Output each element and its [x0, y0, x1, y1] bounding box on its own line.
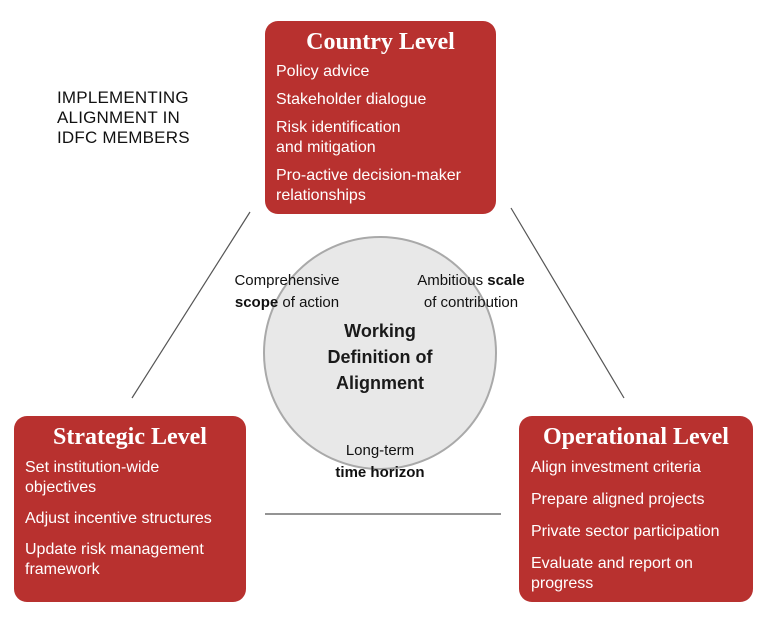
circle-title-line: Working	[344, 321, 416, 341]
operational-level-card: Operational Level Align investment crite…	[519, 416, 753, 602]
list-item-line: relationships	[276, 187, 366, 204]
dimension-scope-rest: of action	[278, 294, 340, 311]
list-item-line: progress	[531, 575, 594, 592]
alignment-circle	[263, 236, 497, 470]
dimension-scale-line2: of contribution	[423, 294, 519, 311]
dimension-scope-line2: scope of action	[214, 292, 360, 314]
dimension-scope-line1: Comprehensive	[234, 272, 340, 289]
list-item: Policy advice	[276, 62, 491, 82]
list-item-line: Private sector participation	[531, 523, 720, 540]
circle-title: Working Definition of Alignment	[300, 318, 460, 396]
country-level-title: Country Level	[306, 29, 455, 55]
list-item: Private sector participation	[531, 522, 749, 542]
list-item: Prepare aligned projects	[531, 490, 749, 510]
dimension-scope-bold: scope	[234, 294, 279, 311]
list-item-line: Policy advice	[276, 63, 370, 80]
list-item-line: Stakeholder dialogue	[276, 91, 427, 108]
circle-title-line: Definition of	[327, 347, 433, 367]
country-level-list: Policy advice Stakeholder dialogue Risk …	[276, 62, 491, 206]
list-item: Adjust incentive structures	[25, 509, 241, 529]
connector-country-strategic	[131, 211, 251, 399]
list-item: Pro-active decision-maker relationships	[276, 166, 491, 206]
list-item-line: Risk identification	[276, 119, 401, 136]
dimension-scale-line1: Ambitious scale	[398, 270, 544, 292]
list-item: Stakeholder dialogue	[276, 90, 491, 110]
heading-line: IDFC MEMBERS	[57, 128, 190, 147]
dimension-time-bold: time horizon	[335, 464, 425, 481]
dimension-scale-bold: scale	[487, 272, 525, 289]
list-item-line: and mitigation	[276, 139, 376, 156]
strategic-level-card: Strategic Level Set institution-wide obje…	[14, 416, 246, 602]
list-item: Align investment criteria	[531, 458, 749, 478]
list-item-line: Evaluate and report on	[531, 555, 693, 572]
list-item-line: Update risk management	[25, 541, 204, 558]
dimension-time: Long-term time horizon	[310, 440, 450, 484]
list-item: Evaluate and report on progress	[531, 554, 749, 594]
circle-title-line: Alignment	[336, 373, 424, 393]
list-item-line: Pro-active decision-maker	[276, 167, 461, 184]
strategic-level-list: Set institution-wide objectives Adjust in…	[25, 458, 241, 580]
list-item: Set institution-wide objectives	[25, 458, 241, 498]
list-item-line: framework	[25, 561, 100, 578]
diagram-heading: IMPLEMENTING ALIGNMENT IN IDFC MEMBERS	[57, 88, 227, 148]
list-item-line: Prepare aligned projects	[531, 491, 705, 508]
operational-level-title: Operational Level	[543, 424, 729, 450]
dimension-time-line2: time horizon	[310, 462, 450, 484]
country-level-card: Country Level Policy advice Stakeholder …	[265, 21, 496, 214]
list-item-line: Set institution-wide	[25, 459, 160, 476]
heading-line: IMPLEMENTING	[57, 88, 189, 107]
operational-level-list: Align investment criteria Prepare aligne…	[531, 458, 749, 594]
list-item-line: Adjust incentive structures	[25, 510, 212, 527]
strategic-level-title: Strategic Level	[53, 424, 207, 450]
dimension-scale-pre: Ambitious	[417, 272, 488, 289]
list-item-line: objectives	[25, 479, 97, 496]
heading-line: ALIGNMENT IN	[57, 108, 180, 127]
list-item-line: Align investment criteria	[531, 459, 701, 476]
dimension-scope: Comprehensive scope of action	[214, 270, 360, 314]
connector-country-operational	[510, 207, 625, 399]
dimension-scale: Ambitious scale of contribution	[398, 270, 544, 314]
list-item: Risk identification and mitigation	[276, 118, 491, 158]
list-item: Update risk management framework	[25, 540, 241, 580]
dimension-time-line1: Long-term	[345, 442, 415, 459]
